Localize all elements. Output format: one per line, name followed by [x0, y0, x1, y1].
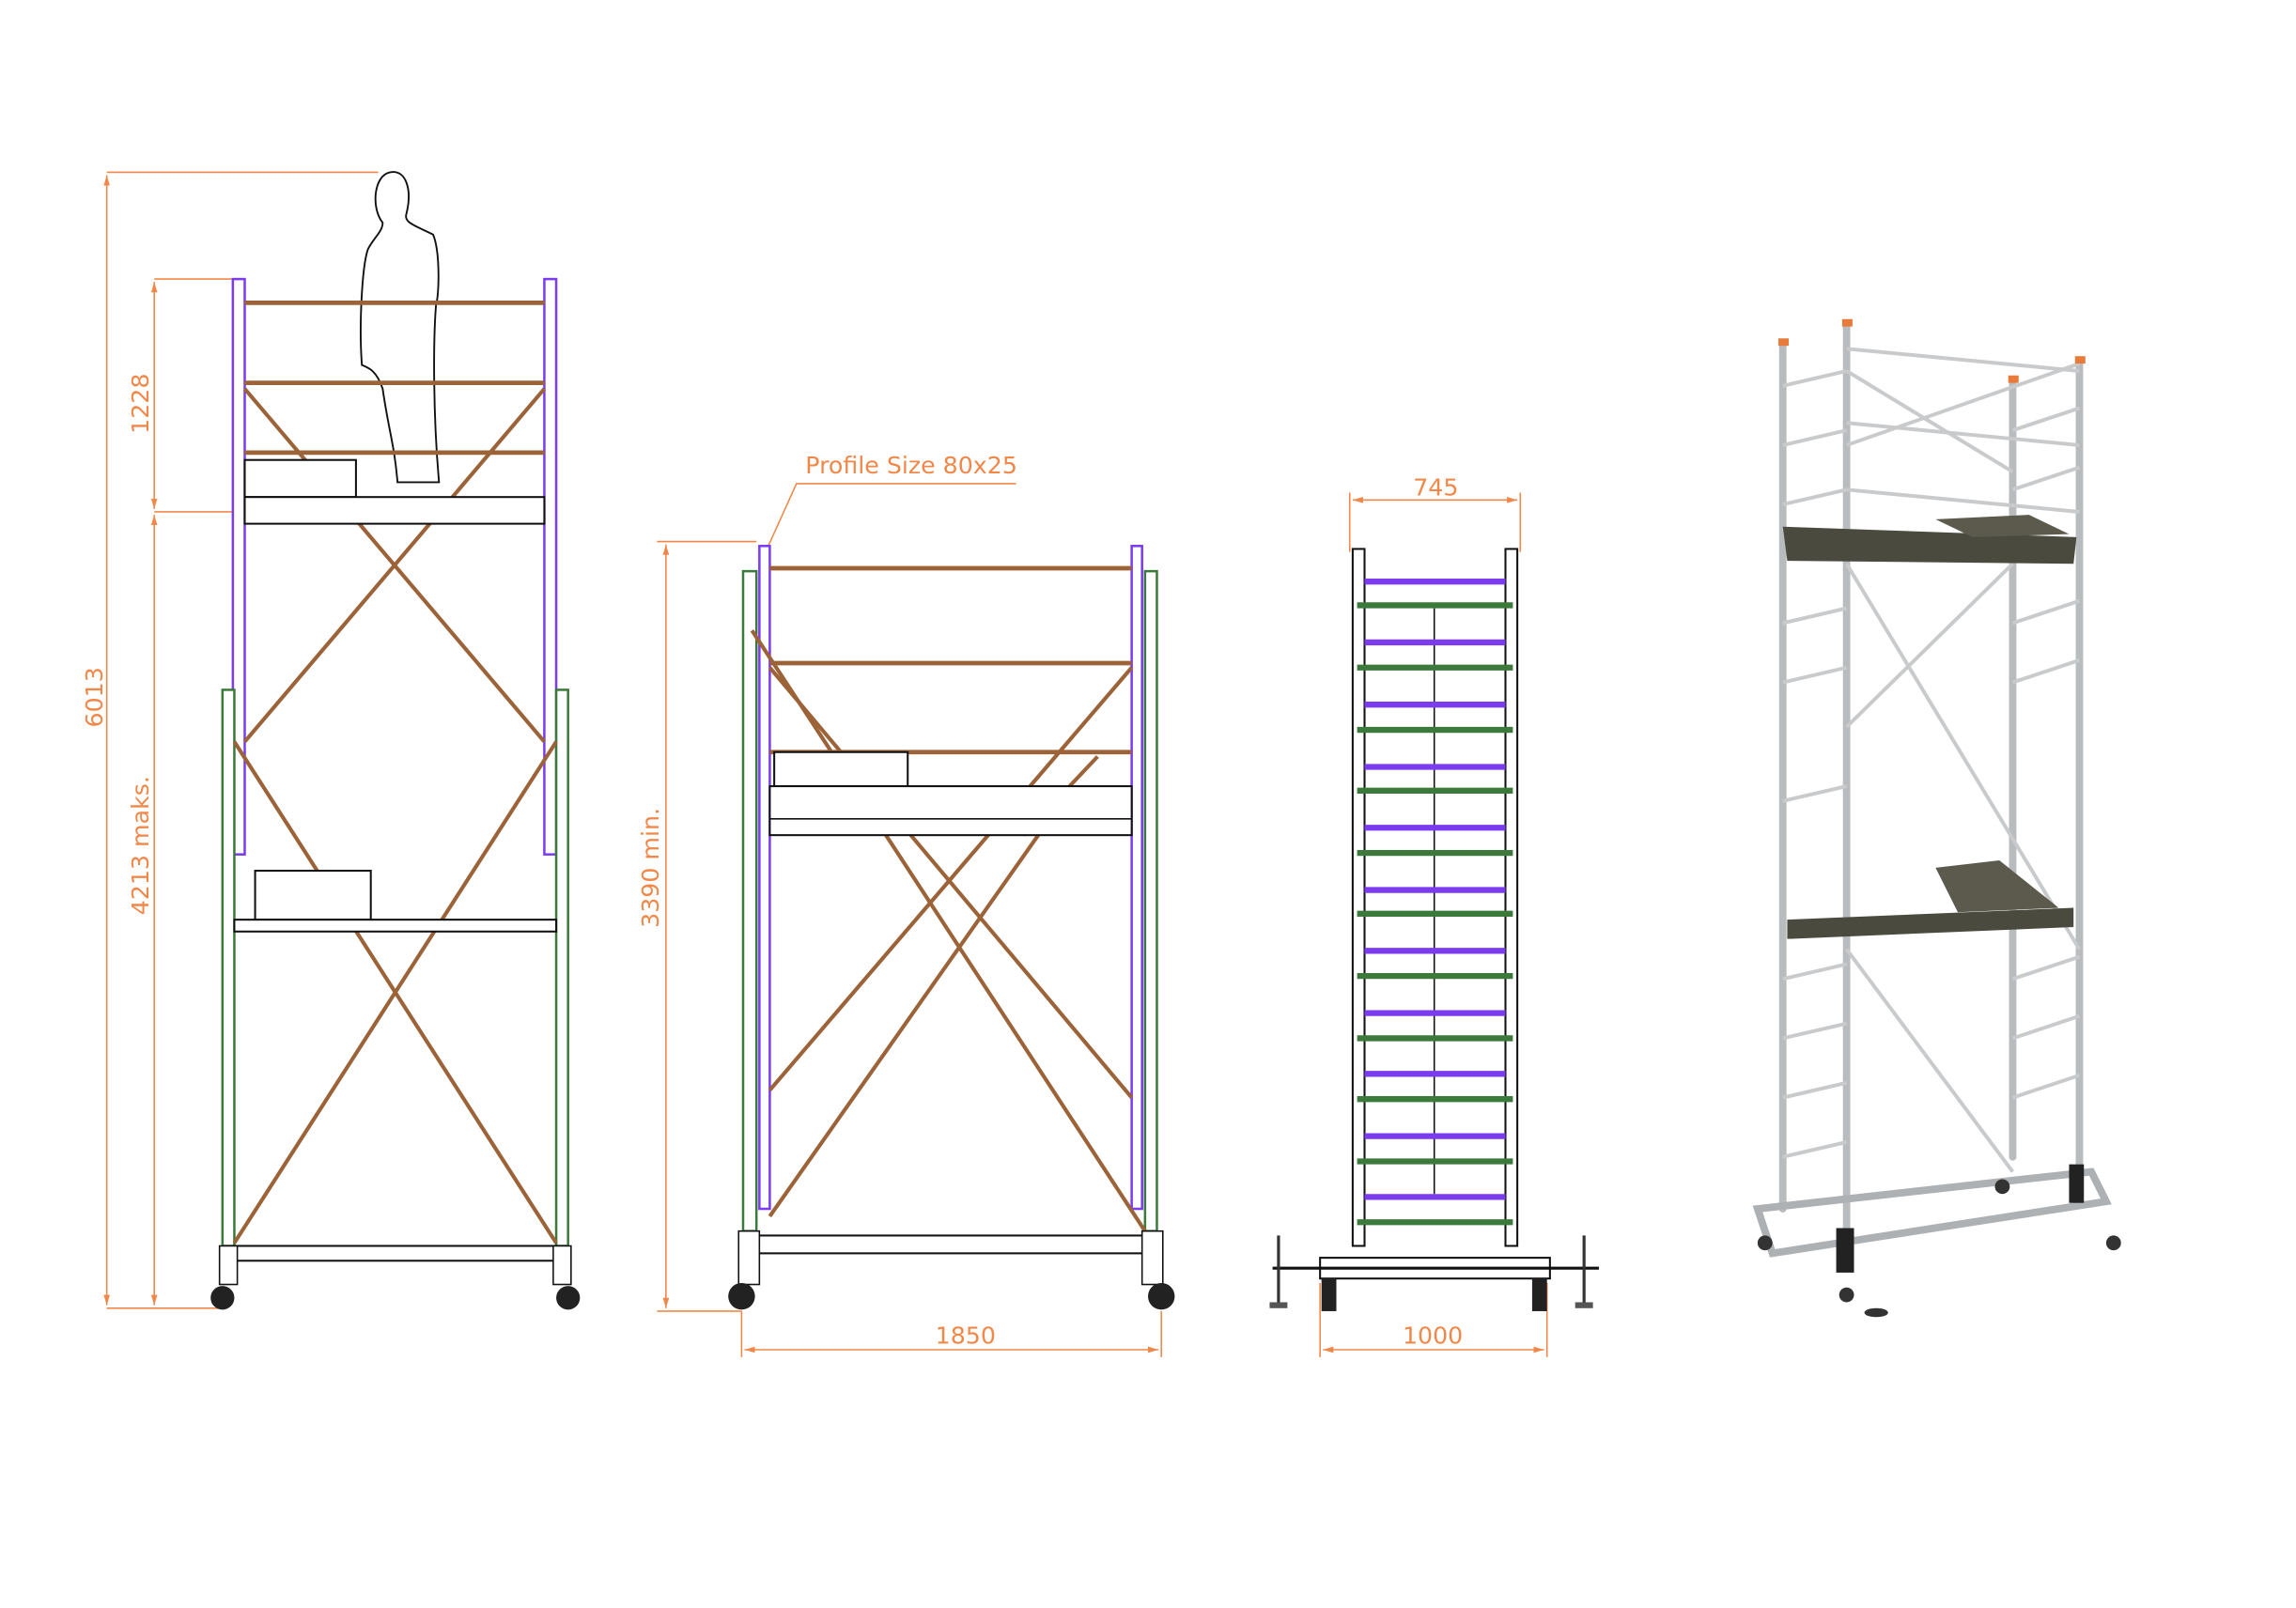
end-frames: [1351, 548, 1519, 1247]
render-posts: [1778, 322, 2084, 1273]
side-platforms: [233, 458, 558, 1262]
scaffold-3d-render: [1752, 318, 2121, 1318]
side-view: 6013 1228 4213 maks.: [81, 171, 581, 1310]
side-braces: [232, 387, 558, 1245]
end-base: [1269, 1235, 1599, 1311]
end-view: 745 1000: [1269, 474, 1599, 1357]
side-upper-frame: [231, 277, 558, 856]
front-wheels: [728, 1229, 1175, 1310]
end-rungs-green: [1357, 602, 1513, 1226]
min-height-label: 3390 min.: [637, 808, 664, 928]
front-guardrails: [769, 565, 1132, 755]
base-width-label: 1000: [1403, 1322, 1463, 1350]
front-braces: [750, 629, 1147, 1232]
render-base: [1752, 1164, 2121, 1318]
render-rungs: [1782, 347, 2082, 1173]
front-view: 3390 min. 1850 Profile Size 80x25: [637, 452, 1175, 1357]
platform-height-label: 4213 maks.: [127, 776, 154, 915]
person-silhouette: [360, 171, 441, 484]
profile-size-label: Profile Size 80x25: [805, 452, 1017, 479]
side-lower-frame: [221, 688, 569, 1247]
front-frames: [741, 545, 1158, 1232]
side-wheels: [210, 1245, 581, 1310]
length-label: 1850: [936, 1322, 996, 1350]
end-dimensions: 745 1000: [1319, 474, 1548, 1357]
front-dimensions: 3390 min. 1850 Profile Size 80x25: [637, 452, 1162, 1357]
inner-width-label: 745: [1413, 474, 1458, 502]
side-guardrails: [244, 300, 545, 456]
guardrail-height-label: 1228: [127, 374, 154, 434]
end-rungs-purple: [1364, 579, 1506, 1200]
total-height-label: 6013: [81, 667, 108, 727]
side-dimensions: 6013 1228 4213 maks.: [81, 171, 379, 1309]
front-platforms: [755, 750, 1146, 1255]
render-platforms: [1782, 515, 2077, 939]
render-post-caps: [1777, 318, 2086, 383]
